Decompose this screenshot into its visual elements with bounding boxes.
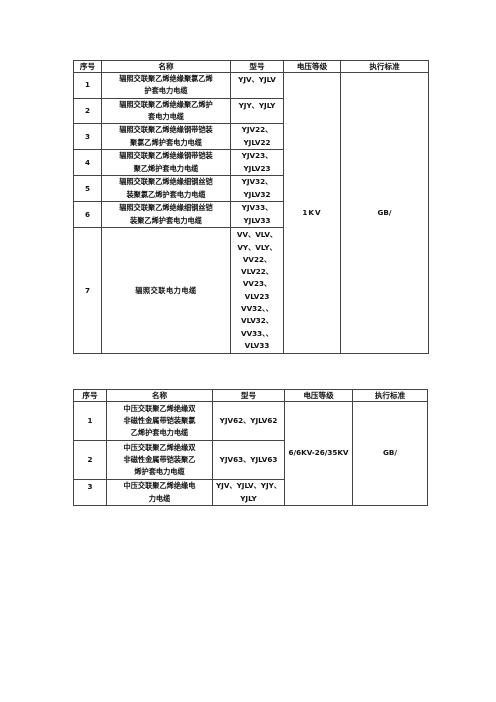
row-name: 中压交联聚乙烯绝缘双非磁性金属带铠装聚氯乙烯护套电力电缆 — [106, 401, 213, 441]
table-row: 1 辐照交联聚乙烯绝缘聚氯乙烯护套电力电缆 YJV、YJLV 1KV GB/ — [73, 71, 429, 355]
row-name: 辐照交联聚乙烯绝缘细钢丝铠装聚乙烯护套电力电缆 — [101, 201, 231, 229]
row-name: 辐照交联聚乙烯绝缘细钢丝铠装聚氯乙烯护套电力电缆 — [101, 175, 231, 203]
voltage-level: 1KV — [283, 71, 341, 355]
row-no: 2 — [73, 440, 107, 480]
row-no: 6 — [73, 201, 102, 229]
row-model: YJV32、YJLV32 — [230, 175, 284, 203]
table-row: 7 辐照交联电力电缆 VV、VLV、VY、VLY、VV22、VLV22、VV23… — [73, 227, 429, 355]
table-row: 5 辐照交联聚乙烯绝缘细钢丝铠装聚氯乙烯护套电力电缆 YJV32、YJLV32 — [73, 175, 429, 203]
row-model: YJV23、YJLV23 — [230, 149, 284, 177]
row-model: YJV62、YJLV62 — [212, 401, 285, 441]
row-no: 1 — [73, 72, 102, 99]
row-model: YJV、YJLV — [230, 72, 284, 99]
row-name: 辐照交联电力电缆 — [101, 227, 231, 355]
row-no: 4 — [73, 149, 102, 177]
header-voltage: 电压等级 — [283, 60, 341, 73]
header-voltage: 电压等级 — [284, 389, 353, 402]
standard: GB/ — [352, 401, 428, 506]
row-no: 5 — [73, 175, 102, 203]
header-model: 型号 — [212, 389, 285, 402]
row-model: YJV22、YJLV22 — [230, 123, 284, 151]
row-name: 辐照交联聚乙烯绝缘钢带铠装聚氯乙烯护套电力电缆 — [101, 123, 231, 151]
row-model: YJV33、YJLV33 — [230, 201, 284, 229]
header-no: 序号 — [73, 60, 102, 73]
row-model: YJY、YJLY — [230, 97, 284, 125]
row-model: YJV63、YJLV63 — [212, 440, 285, 480]
header-name: 名称 — [106, 389, 213, 402]
table-row: 2 中压交联聚乙烯绝缘双非磁性金属带铠装聚乙烯护套电力电缆 YJV63、YJLV… — [73, 440, 428, 480]
header-no: 序号 — [73, 389, 107, 402]
row-name: 辐照交联聚乙烯绝缘聚乙烯护套电力电缆 — [101, 97, 231, 125]
row-name: 辐照交联聚乙烯绝缘聚氯乙烯护套电力电缆 — [101, 72, 231, 99]
row-no: 7 — [73, 227, 102, 355]
row-no: 1 — [73, 401, 107, 441]
row-model: YJV、YJLV、YJY、YJLY — [212, 479, 285, 506]
cable-spec-table-mv: 序号 名称 型号 电压等级 执行标准 1 中压交联聚乙烯绝缘双非磁性金属带铠装聚… — [73, 389, 428, 506]
table-row: 3 辐照交联聚乙烯绝缘钢带铠装聚氯乙烯护套电力电缆 YJV22、YJLV22 — [73, 123, 429, 151]
cable-spec-table-1k: 序号 名称 型号 电压等级 执行标准 1 辐照交联聚乙烯绝缘聚氯乙烯护套电力电缆… — [73, 60, 429, 355]
row-no: 3 — [73, 479, 107, 506]
header-model: 型号 — [230, 60, 284, 73]
voltage-level: 6/6KV-26/35KV — [284, 401, 353, 506]
row-name: 中压交联聚乙烯绝缘双非磁性金属带铠装聚乙烯护套电力电缆 — [106, 440, 213, 480]
table-row: 3 中压交联聚乙烯绝缘电力电缆 YJV、YJLV、YJY、YJLY — [73, 479, 428, 506]
table-row: 1 中压交联聚乙烯绝缘双非磁性金属带铠装聚氯乙烯护套电力电缆 YJV62、YJL… — [73, 401, 428, 506]
row-no: 3 — [73, 123, 102, 151]
row-no: 2 — [73, 97, 102, 125]
header-standard: 执行标准 — [352, 389, 428, 402]
row-name: 中压交联聚乙烯绝缘电力电缆 — [106, 479, 213, 506]
table-row: 2 辐照交联聚乙烯绝缘聚乙烯护套电力电缆 YJY、YJLY — [73, 97, 429, 125]
standard: GB/ — [340, 71, 429, 355]
header-name: 名称 — [101, 60, 231, 73]
table-row: 6 辐照交联聚乙烯绝缘细钢丝铠装聚乙烯护套电力电缆 YJV33、YJLV33 — [73, 201, 429, 229]
row-name: 辐照交联聚乙烯绝缘钢带铠装聚乙烯护套电力电缆 — [101, 149, 231, 177]
header-standard: 执行标准 — [340, 60, 429, 73]
table-row: 4 辐照交联聚乙烯绝缘钢带铠装聚乙烯护套电力电缆 YJV23、YJLV23 — [73, 149, 429, 177]
